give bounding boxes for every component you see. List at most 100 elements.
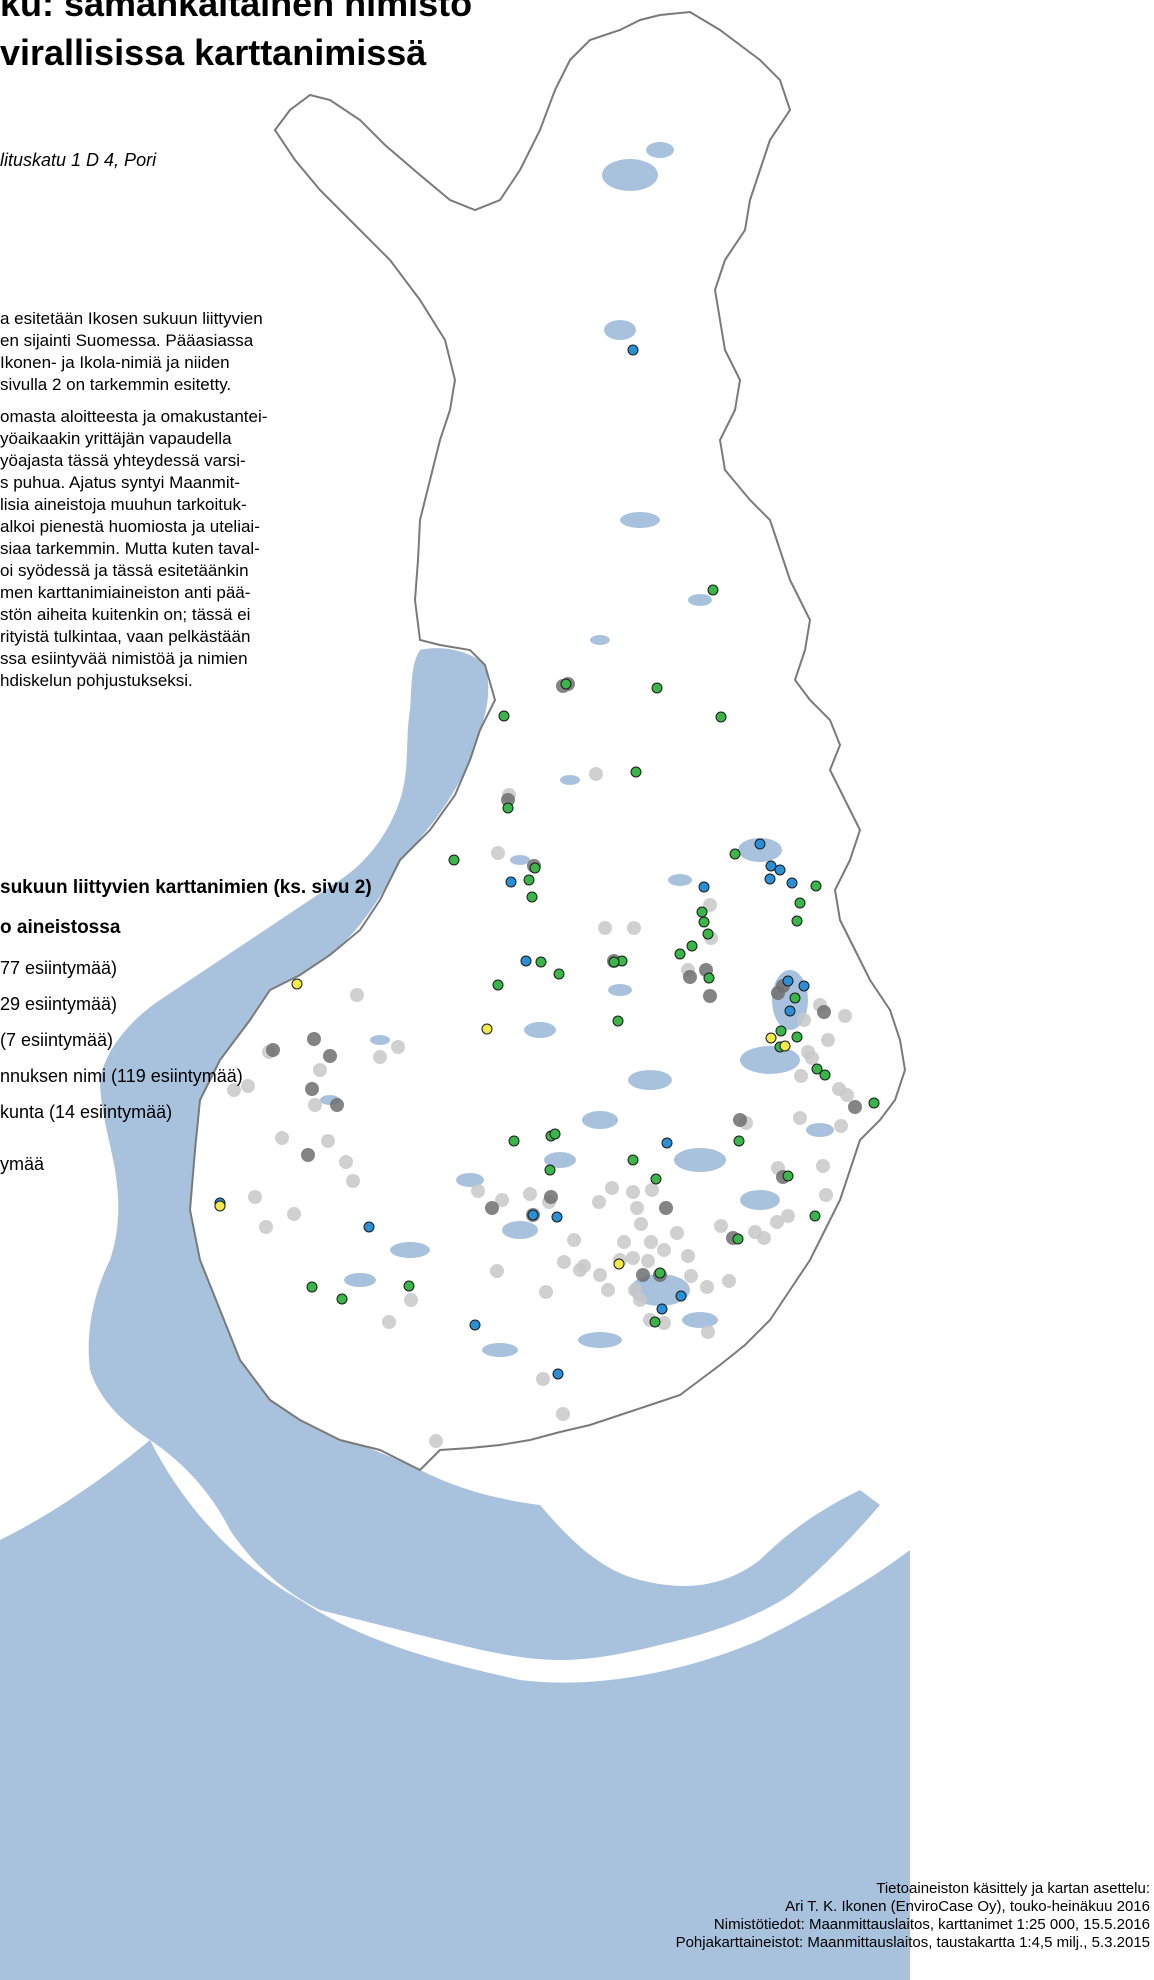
map-point-gray-light [601,1283,615,1297]
legend-item-4: nnuksen nimi (119 esiintymää) [0,1066,243,1086]
map-point-green [733,1135,745,1147]
author-address: lituskatu 1 D 4, Pori [0,150,157,170]
map-point-green [553,968,565,980]
map-point-gray-light [633,1293,647,1307]
map-point-gray-light [391,1040,405,1054]
credits-line-4: Pohjakarttaineistot: Maanmittauslaitos, … [675,1934,1150,1951]
map-point-yellow [613,1258,625,1270]
map-point-green [502,802,514,814]
map-point-blue [363,1221,375,1233]
intro-line: alkoi pienestä huomiosta ja uteliai- [0,517,260,536]
map-point-gray-light [491,846,505,860]
map-point-blue [505,876,517,888]
map-point-gray-light [567,1233,581,1247]
map-point-yellow [779,1040,791,1052]
map-point-gray-light [794,1069,808,1083]
map-point-gray-light [373,1050,387,1064]
map-point-green [336,1293,348,1305]
map-point-gray-light [645,1183,659,1197]
map-point-gray-light [577,1259,591,1273]
map-point-gray-light [714,1219,728,1233]
map-point-gray-light [605,1181,619,1195]
map-point-green [650,1173,662,1185]
intro-line: ssa esiintyvää nimistöä ja nimien [0,649,248,668]
map-point-yellow [291,978,303,990]
map-point-gray-light [248,1190,262,1204]
map-point-gray-light [593,1268,607,1282]
intro-line: stön aiheita kuitenkin on; tässä ei [0,605,251,624]
map-point-green [549,1128,561,1140]
map-point-gray-light [701,1325,715,1339]
map-point-green [810,880,822,892]
credits-line-3: Nimistötiedot: Maanmittauslaitos, kartta… [713,1916,1150,1933]
map-point-green [791,915,803,927]
map-point-gray-light [781,1209,795,1223]
legend-item-6: ymää [0,1154,45,1174]
map-point-gray-light [626,1185,640,1199]
map-point-blue [798,980,810,992]
intro-line: rityistä tulkintaa, vaan pelkästään [0,627,251,646]
map-point-gray-light [287,1207,301,1221]
map-point-green [627,1154,639,1166]
map-point-green [789,992,801,1004]
map-point-green [560,678,572,690]
map-point-green [775,1025,787,1037]
map-point-gray-light [429,1434,443,1448]
map-point-gray-dark [733,1113,747,1127]
map-point-green [498,710,510,722]
map-point-gray-light [536,1372,550,1386]
map-point-gray-light [626,1251,640,1265]
map-point-gray-dark [659,1201,673,1215]
map-point-gray-light [644,1235,658,1249]
intro-line: men karttanimiaineiston anti pää- [0,583,251,602]
map-point-blue [552,1368,564,1380]
map-point-green [868,1097,880,1109]
map-point-gray-dark [848,1100,862,1114]
map-point-green [612,1015,624,1027]
map-point-blue [627,344,639,356]
map-point-blue [675,1290,687,1302]
map-point-gray-light [838,1009,852,1023]
map-point-green [703,972,715,984]
sea-area [0,648,910,1980]
map-point-gray-light [757,1231,771,1245]
map-point-gray-light [630,1201,644,1215]
map-point-green [819,1069,831,1081]
map-point-gray-light [495,1193,509,1207]
map-point-blue [764,873,776,885]
map-point-yellow [765,1032,777,1044]
map-point-blue [786,877,798,889]
credits-line-1: Tietoaineiston käsittely ja kartan asett… [876,1880,1150,1897]
map-point-gray-light [598,921,612,935]
map-point-gray-light [275,1131,289,1145]
legend-item-1: 77 esiintymää) [0,958,118,978]
map-point-gray-light [556,1407,570,1421]
legend-title-line-1: sukuun liittyvien karttanimien (ks. sivu… [0,877,372,898]
map-point-green [686,940,698,952]
map-point-gray-light [350,988,364,1002]
intro-line: Ikonen- ja Ikola-nimiä ja niiden [0,353,230,372]
map-point-gray-light [557,1255,571,1269]
finland-land-area [188,10,907,1472]
map-point-gray-light [816,1159,830,1173]
map-point-gray-light [700,1280,714,1294]
map-point-gray-light [523,1187,537,1201]
map-point-green [403,1280,415,1292]
legend-item-3: (7 esiintymää) [0,1030,114,1050]
map-point-gray-light [834,1119,848,1133]
map-point-gray-dark [323,1049,337,1063]
map-point-green [674,948,686,960]
map-point-gray-light [471,1184,485,1198]
map-point-green [698,916,710,928]
map-point-green [608,956,620,968]
map-point-gray-dark [301,1148,315,1162]
map-credits: Tietoaineiston käsittely ja kartan asett… [676,1880,1150,1952]
legend-title-line-2: o aineistossa [0,917,121,938]
map-point-gray-light [617,1235,631,1249]
map-point-green [529,862,541,874]
map-point-gray-light [840,1088,854,1102]
legend-item-2: 29 esiintymää) [0,994,118,1014]
map-point-gray-dark [307,1032,321,1046]
map-point-blue [698,881,710,893]
map-point-blue [782,975,794,987]
